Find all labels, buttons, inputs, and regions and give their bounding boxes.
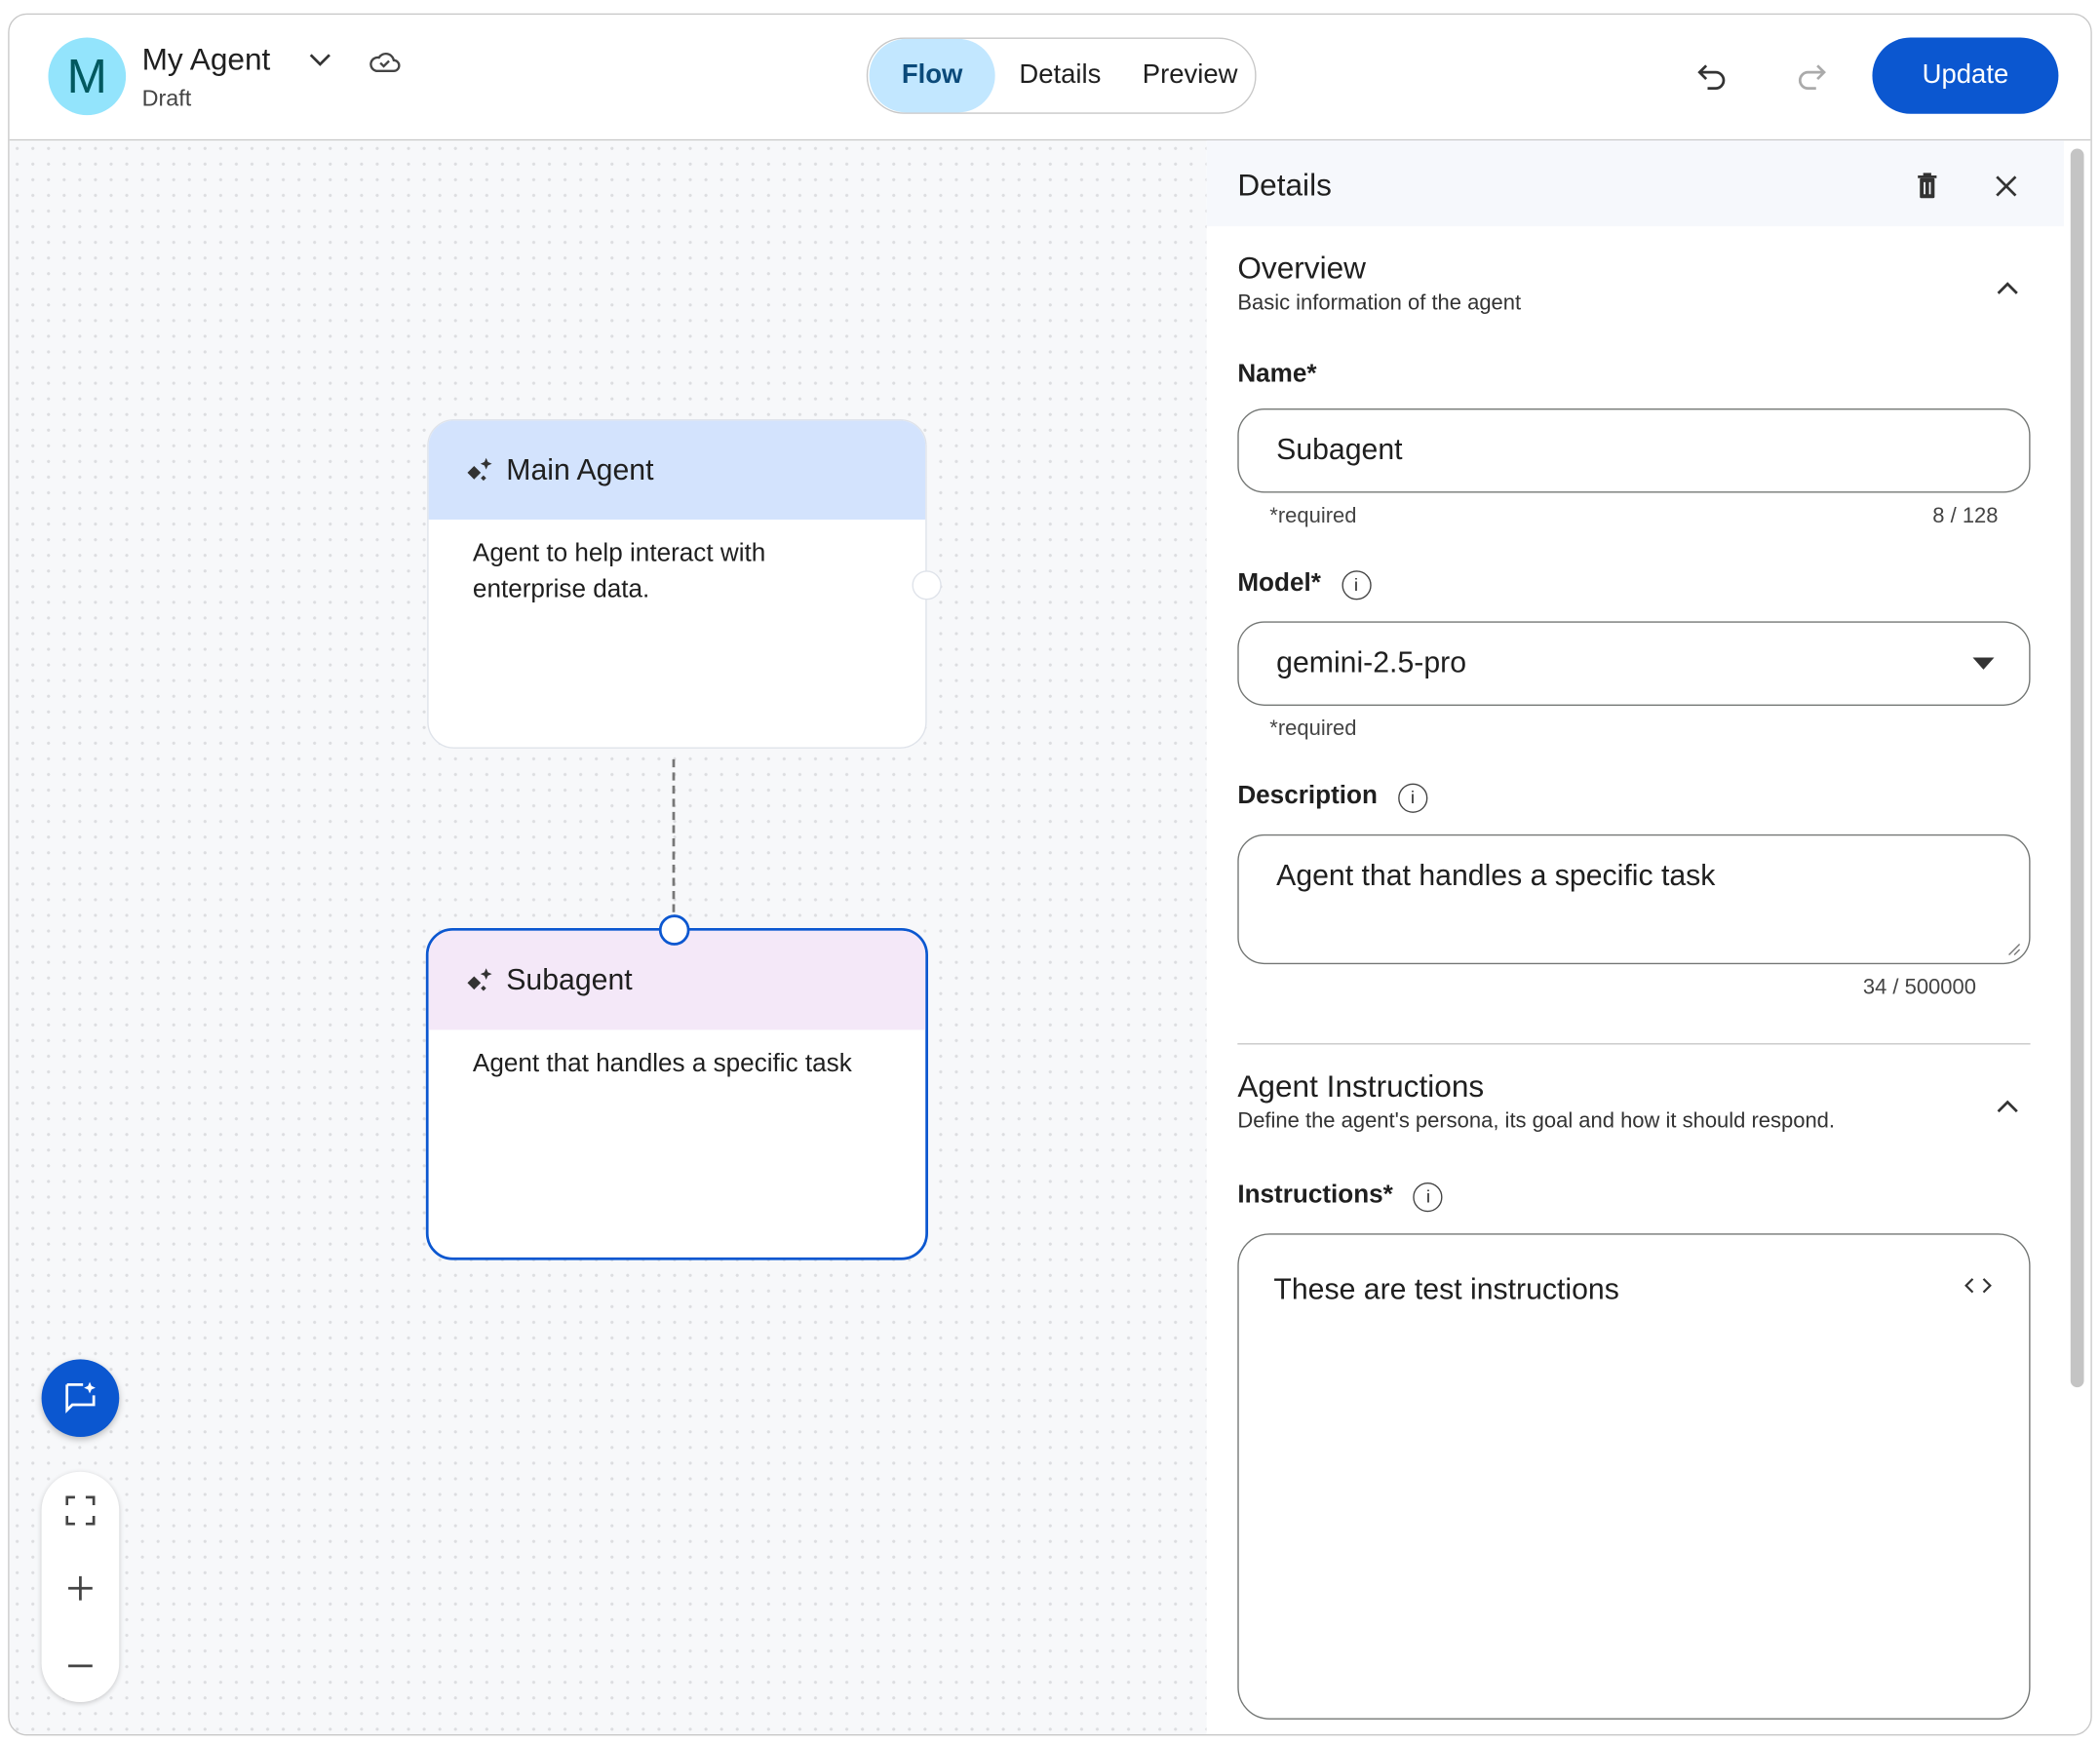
description-value: Agent that handles a specific task xyxy=(1276,858,1716,892)
model-value: gemini-2.5-pro xyxy=(1276,645,1467,679)
details-panel: Details Overview Basic information of th… xyxy=(1206,140,2064,1734)
description-label-text: Description xyxy=(1237,782,1378,811)
info-icon[interactable]: i xyxy=(1413,1182,1444,1213)
agent-status: Draft xyxy=(141,85,192,112)
model-hint: *required xyxy=(1269,717,1357,741)
top-bar: M My Agent Draft Flow Details Preview Up… xyxy=(9,15,2091,141)
update-button[interactable]: Update xyxy=(1872,37,2059,114)
node-description: Agent that handles a specific task xyxy=(472,1049,852,1078)
sparkle-icon xyxy=(467,457,492,482)
ai-chat-button[interactable] xyxy=(41,1359,120,1438)
instructions-section-subtitle: Define the agent's persona, its goal and… xyxy=(1237,1109,1836,1134)
chevron-up-icon[interactable] xyxy=(1996,280,2020,295)
app-window: M My Agent Draft Flow Details Preview Up… xyxy=(8,13,2092,1736)
details-header: Details xyxy=(1206,140,2064,227)
zoom-out-icon[interactable] xyxy=(65,1651,95,1681)
zoom-controls xyxy=(41,1471,120,1702)
code-view-icon[interactable] xyxy=(1964,1276,1993,1295)
overview-title: Overview xyxy=(1237,250,1367,286)
name-hint: *required xyxy=(1269,504,1357,528)
view-tabs: Flow Details Preview xyxy=(866,37,1257,114)
avatar: M xyxy=(48,37,127,116)
description-input[interactable]: Agent that handles a specific task xyxy=(1237,833,2031,965)
panel-scrollbar[interactable] xyxy=(2063,140,2091,1734)
info-icon[interactable]: i xyxy=(1341,570,1372,601)
chevron-down-icon[interactable] xyxy=(307,50,333,71)
details-title: Details xyxy=(1237,167,1332,203)
name-counter: 8 / 128 xyxy=(1932,504,1999,528)
node-header: Main Agent xyxy=(428,420,926,521)
instructions-value: These are test instructions xyxy=(1273,1272,1619,1306)
delete-icon[interactable] xyxy=(1917,173,1938,199)
name-label: Name* xyxy=(1237,360,1317,389)
name-input[interactable]: Subagent xyxy=(1237,407,2031,493)
model-label-text: Model* xyxy=(1237,568,1321,598)
resize-handle-icon[interactable] xyxy=(2007,943,2021,956)
name-value: Subagent xyxy=(1276,432,1403,467)
output-port[interactable] xyxy=(912,570,942,601)
cloud-done-icon xyxy=(369,52,401,72)
model-label: Model* i xyxy=(1237,568,1372,601)
input-port[interactable] xyxy=(658,914,690,946)
node-header: Subagent xyxy=(428,930,926,1030)
instructions-section-title: Agent Instructions xyxy=(1237,1068,1485,1104)
connector-edge xyxy=(672,758,676,926)
dropdown-arrow-icon xyxy=(1972,657,1995,670)
redo-icon[interactable] xyxy=(1793,58,1828,91)
close-icon[interactable] xyxy=(1996,175,2017,197)
fit-view-icon[interactable] xyxy=(65,1495,96,1526)
tab-preview[interactable]: Preview xyxy=(1142,59,1238,91)
instructions-label: Instructions* i xyxy=(1237,1181,1444,1213)
node-main-agent[interactable]: Main Agent Agent to help interact with e… xyxy=(427,418,927,749)
node-description: Agent to help interact with enterprise d… xyxy=(472,539,766,604)
instructions-editor[interactable]: These are test instructions xyxy=(1237,1233,2031,1720)
instructions-label-text: Instructions* xyxy=(1237,1181,1393,1210)
tab-flow[interactable]: Flow xyxy=(869,38,995,113)
node-subagent[interactable]: Subagent Agent that handles a specific t… xyxy=(425,927,928,1260)
overview-subtitle: Basic information of the agent xyxy=(1237,291,1522,315)
description-label: Description i xyxy=(1237,782,1428,813)
sparkle-icon xyxy=(467,968,492,991)
chevron-up-icon[interactable] xyxy=(1996,1098,2020,1113)
node-title: Main Agent xyxy=(506,452,654,486)
flow-canvas[interactable]: Main Agent Agent to help interact with e… xyxy=(9,140,1207,1734)
model-select[interactable]: gemini-2.5-pro xyxy=(1237,621,2031,706)
chat-sparkle-icon xyxy=(65,1381,96,1414)
zoom-in-icon[interactable] xyxy=(65,1573,95,1603)
section-divider xyxy=(1237,1043,2031,1045)
undo-icon[interactable] xyxy=(1695,58,1731,91)
description-counter: 34 / 500000 xyxy=(1862,976,1976,999)
node-title: Subagent xyxy=(506,962,633,997)
scrollbar-thumb[interactable] xyxy=(2070,148,2084,1388)
agent-name: My Agent xyxy=(141,41,271,77)
info-icon[interactable]: i xyxy=(1397,783,1428,813)
tab-details[interactable]: Details xyxy=(1019,59,1102,91)
